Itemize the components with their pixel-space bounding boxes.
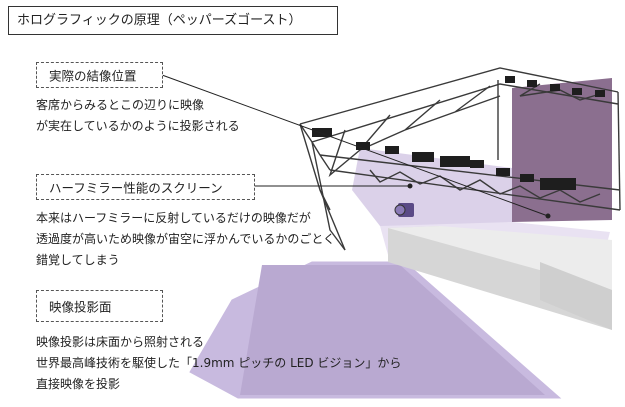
description-line: 客席からみるとこの辺りに映像 [36, 98, 205, 112]
description-line: 透過度が高いため映像が宙空に浮かんでいるかのごとく [36, 232, 336, 246]
description-line: 世界最高峰技術を駆使した「1.9mm ピッチの LED ビジョン」から [36, 356, 402, 370]
leader-lines [161, 74, 551, 219]
projection-surface-heading: 映像投影面 [36, 290, 163, 322]
description-line: が実在しているかのように投影される [36, 119, 240, 133]
description-line: 本来はハーフミラーに反射しているだけの映像だが [36, 211, 311, 225]
back-screen-panel [512, 78, 612, 222]
description-line: 直接映像を投影 [36, 377, 121, 391]
projector-icon [394, 203, 414, 217]
floor-projection-plane-inner [240, 265, 545, 395]
actual-image-position-heading: 実際の結像位置 [36, 62, 163, 88]
description-line: 映像投影は床面から照射される [36, 335, 205, 349]
heading-text: ハーフミラー性能のスクリーン [49, 180, 223, 196]
heading-text: 実際の結像位置 [49, 68, 137, 84]
heading-text: 映像投影面 [49, 299, 112, 315]
page-title: ホログラフィックの原理（ペッパーズゴースト） [8, 6, 338, 35]
truss-frame [299, 67, 621, 251]
projection-surface-description: 映像投影は床面から照射される 世界最高峰技術を駆使した「1.9mm ピッチの L… [36, 332, 401, 395]
stage-side [540, 262, 612, 330]
truss-lights [312, 76, 605, 190]
description-line: 錯覚してしまう [36, 253, 120, 267]
actual-image-position-description: 客席からみるとこの辺りに映像 が実在しているかのように投影される [36, 95, 240, 137]
half-mirror-screen [352, 148, 512, 230]
half-mirror-screen-description: 本来はハーフミラーに反射しているだけの映像だが 透過度が高いため映像が宙空に浮か… [36, 208, 335, 271]
half-mirror-screen-heading: ハーフミラー性能のスクリーン [36, 174, 255, 200]
